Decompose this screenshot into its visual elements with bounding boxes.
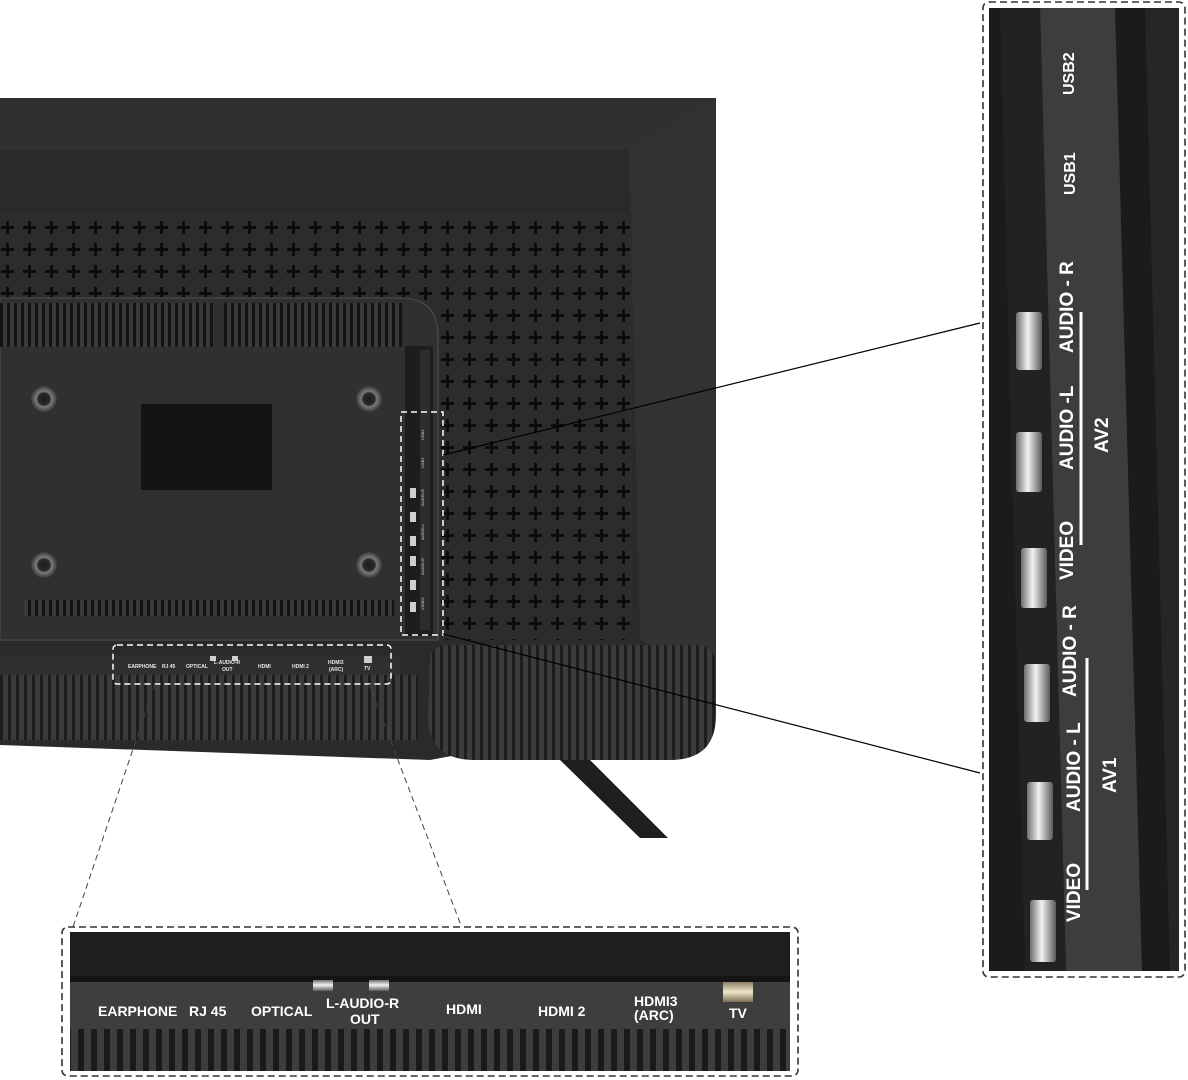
zoom-bottom-panel: EARPHONE RJ 45 OPTICAL L-AUDIO-R OUT HDM… [61, 926, 799, 1077]
leader-line-bottom-right [368, 683, 463, 929]
stand-leg [560, 760, 668, 838]
label-usb2: USB2 [1061, 52, 1078, 95]
callout-marker-bottom [112, 644, 392, 685]
wall-mount-screw-br [356, 552, 382, 578]
label-rj45: RJ 45 [189, 1003, 227, 1019]
svg-text:AUDIO-R: AUDIO-R [420, 489, 425, 506]
label-av2-audio-l: AUDIO -L [1057, 385, 1078, 470]
tv-antenna-port [723, 982, 753, 1002]
svg-text:TV: TV [364, 666, 371, 672]
plate-grille-bottom [24, 600, 394, 616]
label-av2-group: AV2 [1092, 417, 1113, 453]
label-audio-out-line2: OUT [350, 1011, 380, 1027]
audio-out-port [369, 980, 389, 991]
label-hdmi: HDMI [446, 1001, 482, 1017]
optical-port [313, 980, 333, 991]
callout-marker-side [400, 411, 444, 636]
svg-text:(ARC): (ARC) [329, 667, 343, 673]
label-hdmi3-line1: HDMI3 [634, 993, 678, 1009]
svg-text:USB1: USB1 [420, 457, 425, 468]
rating-label-block [141, 404, 272, 490]
leader-line-bottom-left [71, 683, 156, 931]
label-av1-audio-l: AUDIO - L [1064, 722, 1085, 812]
svg-text:HDMI3: HDMI3 [328, 660, 344, 666]
svg-text:USB2: USB2 [420, 429, 425, 440]
svg-text:HDMI 2: HDMI 2 [292, 664, 309, 670]
label-tv: TV [729, 1005, 748, 1021]
label-av1-audio-r: AUDIO - R [1060, 605, 1081, 697]
label-hdmi2: HDMI 2 [538, 1003, 586, 1019]
label-earphone: EARPHONE [98, 1003, 177, 1019]
av2-video-jack [1021, 548, 1047, 608]
label-hdmi3-line2: (ARC) [634, 1007, 674, 1023]
av2-audio-r-jack [1016, 312, 1042, 370]
label-av2-video: VIDEO [1057, 521, 1078, 580]
av2-audio-l-jack [1016, 432, 1042, 492]
label-av2-audio-r: AUDIO - R [1057, 261, 1078, 353]
svg-text:L-AUDIO-R: L-AUDIO-R [214, 660, 240, 666]
bottom-connector-strip [0, 655, 400, 675]
label-optical: OPTICAL [251, 1003, 313, 1019]
bottom-ribbed-housing [0, 675, 418, 740]
svg-text:OPTICAL: OPTICAL [186, 664, 208, 670]
wall-mount-screw-bl [31, 552, 57, 578]
svg-text:VIDEO: VIDEO [420, 598, 425, 610]
plate-grille-left [0, 303, 214, 347]
label-av1-video: VIDEO [1064, 863, 1085, 922]
plate-grille-right [224, 303, 402, 347]
svg-text:AUDIO-L: AUDIO-L [420, 523, 425, 540]
svg-text:OUT: OUT [222, 667, 233, 673]
leader-line-side-bottom [442, 633, 981, 774]
label-usb1: USB1 [1062, 152, 1079, 195]
wall-mount-screw-tr [356, 386, 382, 412]
speaker-pod [428, 645, 716, 760]
av1-audio-r-jack [1024, 664, 1050, 722]
av1-audio-l-jack [1027, 782, 1053, 840]
av1-video-jack [1030, 900, 1056, 962]
wall-mount-screw-tl [31, 386, 57, 412]
label-audio-out-line1: L-AUDIO-R [326, 995, 399, 1011]
svg-text:HDMI: HDMI [258, 664, 271, 670]
svg-text:AUDIO-R: AUDIO-R [420, 558, 425, 575]
svg-text:EARPHONE: EARPHONE [128, 664, 157, 670]
zoom-side-panel: USB2 USB1 AUDIO - R AUDIO -L AV2 VIDEO A… [982, 1, 1186, 978]
tv-back-cover: USB2 USB1 AUDIO-R AUDIO-L AUDIO-R VIDEO … [0, 98, 716, 838]
label-av1-group: AV1 [1100, 757, 1121, 793]
leader-line-side-top [442, 322, 981, 456]
svg-text:RJ 45: RJ 45 [162, 664, 176, 670]
